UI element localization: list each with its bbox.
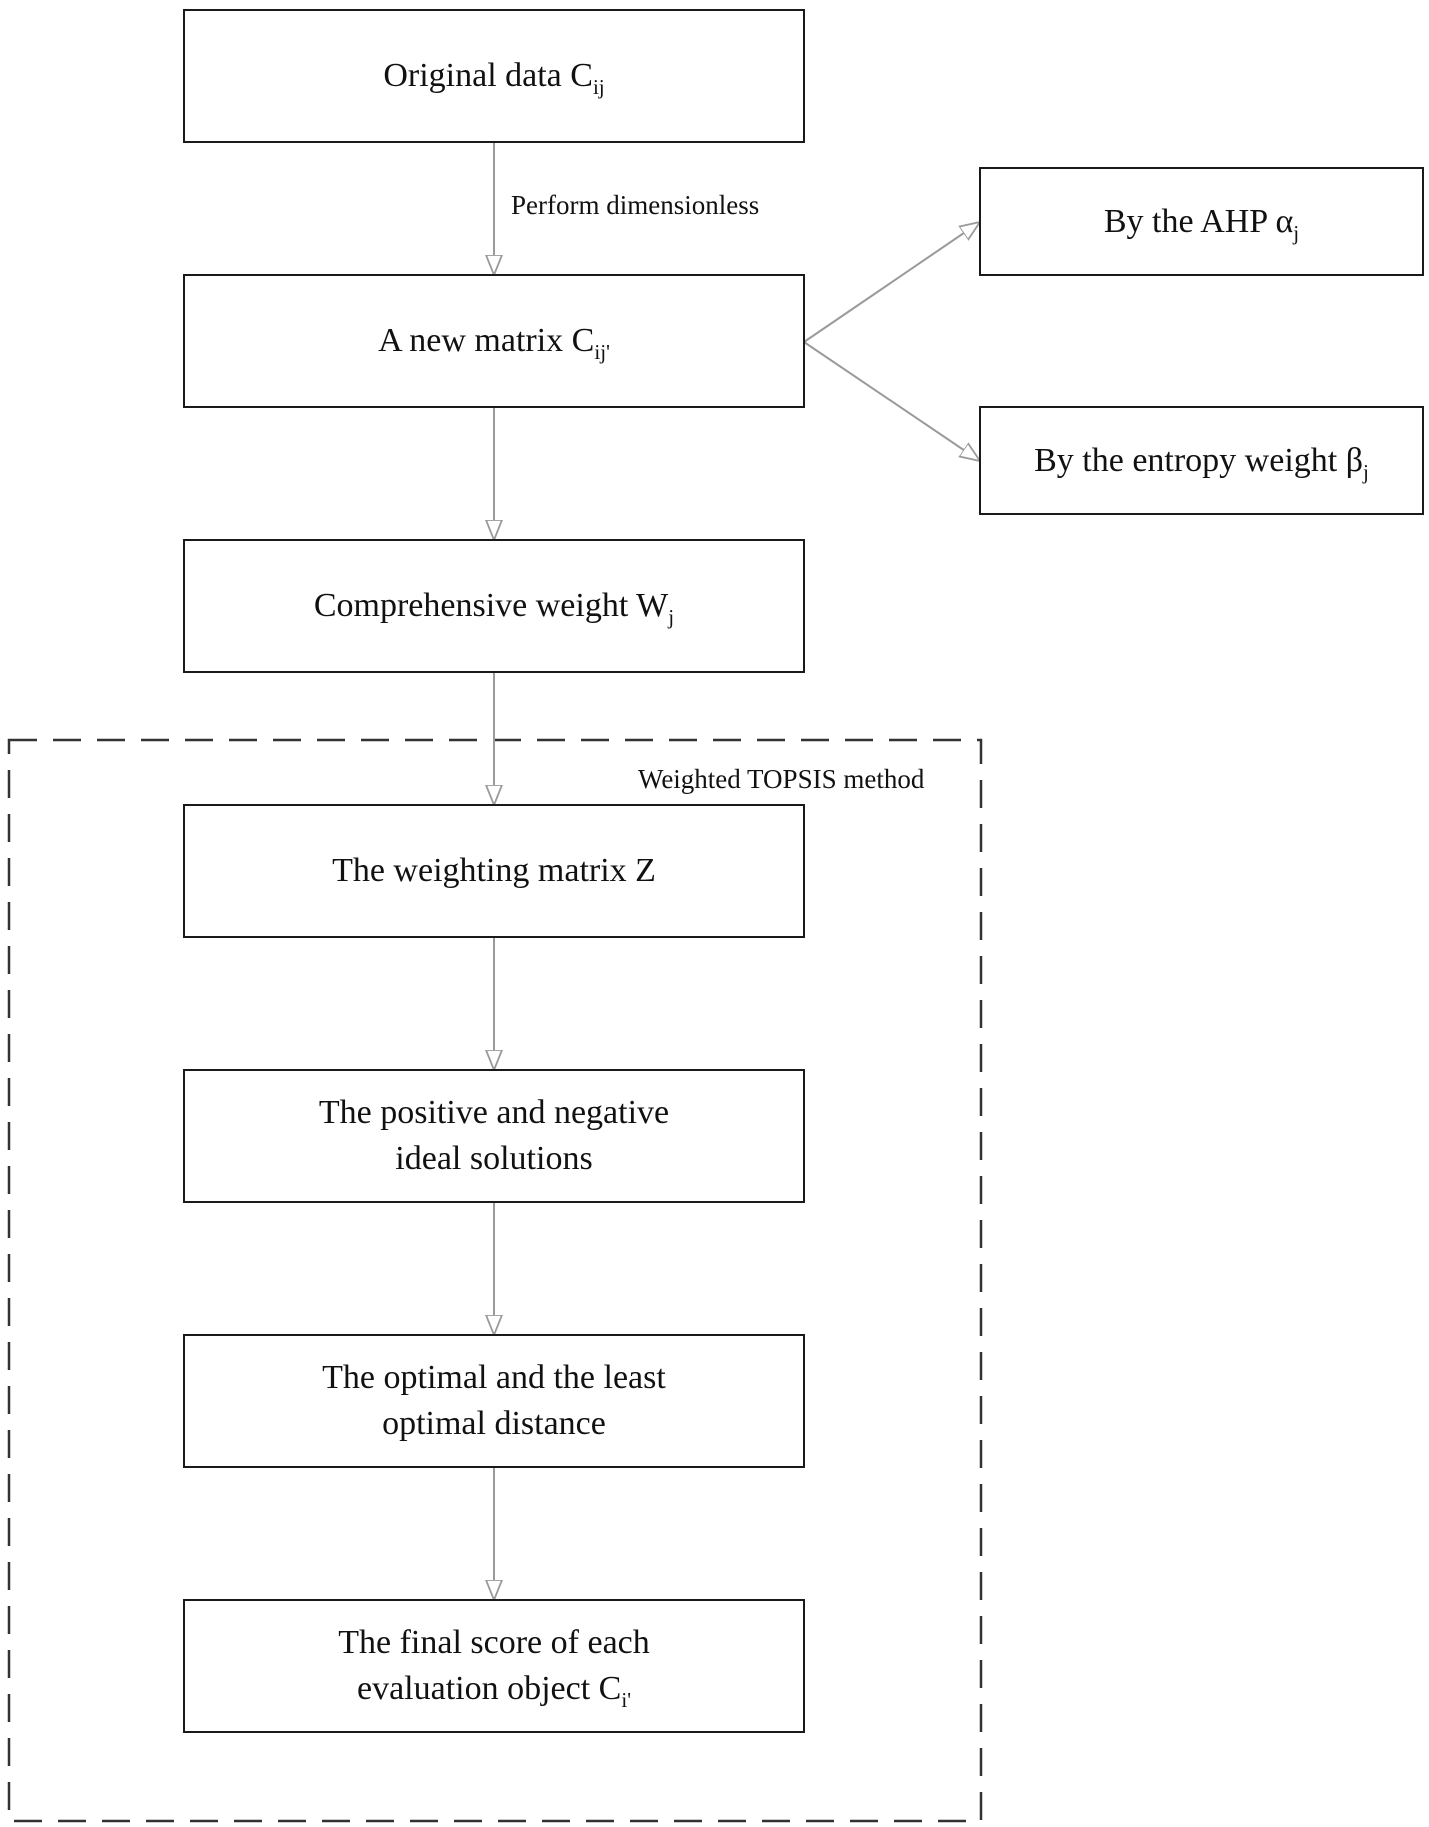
node-entropy-label: By the entropy weight βj [1034,441,1369,484]
node-comprehensive-weight: Comprehensive weight Wj [183,539,805,673]
arrow-new-matrix-to-ahp [803,222,980,343]
node-weighting-matrix-label: The weighting matrix Z [332,852,656,889]
node-entropy: By the entropy weight βj [979,406,1424,515]
topsis-group-label: Weighted TOPSIS method [638,764,925,794]
node-original-data: Original data Cij [183,9,805,143]
node-new-matrix-label: A new matrix Cij' [378,322,610,364]
node-original-data-label: Original data Cij [383,57,605,99]
node-ahp-label: By the AHP αj [1103,202,1300,245]
arrow-new-matrix-to-entropy [803,341,980,461]
node-new-matrix: A new matrix Cij' [183,274,805,408]
edge-label-dimensionless: Perform dimensionless [511,190,760,220]
node-ahp: By the AHP αj [979,167,1424,276]
node-comprehensive-weight-label: Comprehensive weight Wj [313,587,675,629]
node-weighting-matrix: The weighting matrix Z [183,804,805,938]
